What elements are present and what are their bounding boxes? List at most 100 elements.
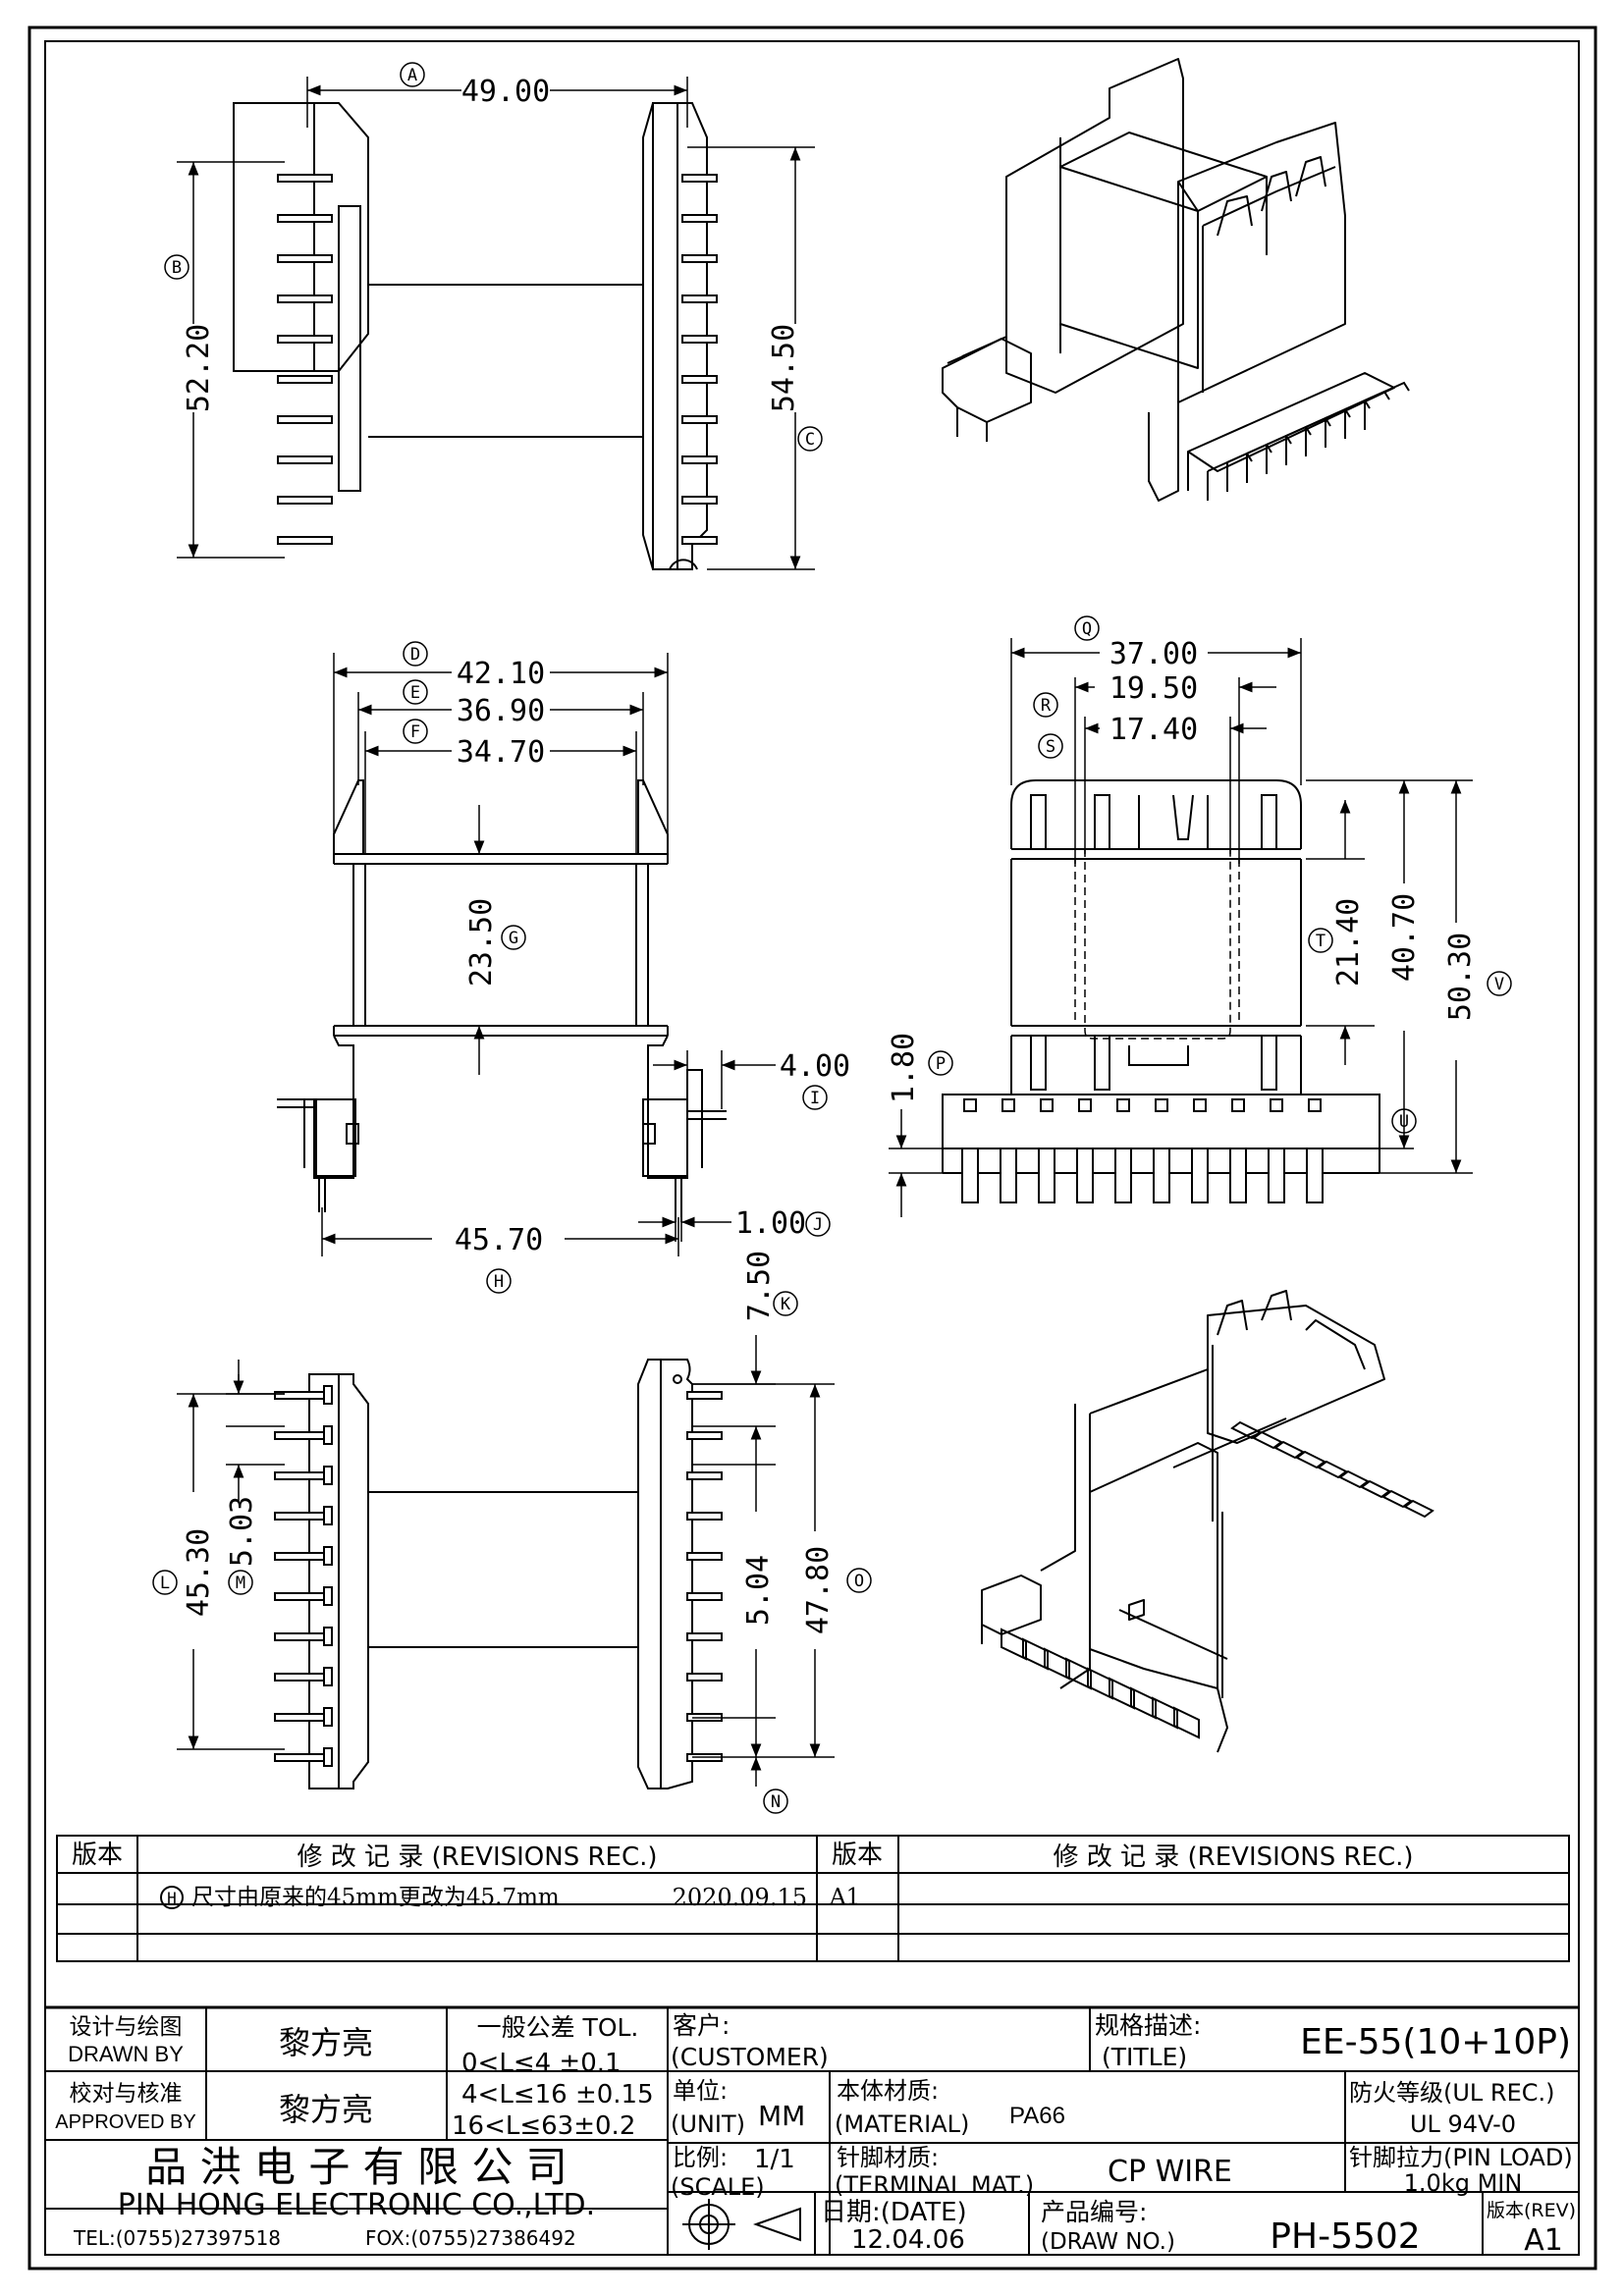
- marker-H: H: [494, 1272, 504, 1292]
- iso-pin: [1381, 1489, 1413, 1509]
- marker-S: S: [1046, 737, 1055, 757]
- pin: [686, 1673, 723, 1682]
- pin: [277, 375, 333, 384]
- rev-header-ver-left: 版本: [72, 1841, 123, 1870]
- top-view: [233, 102, 708, 570]
- dim-O-value: 47.80: [801, 1546, 836, 1634]
- pin-head: [1231, 1098, 1245, 1112]
- terminal-en: (TERMINAL MAT.): [835, 2171, 1034, 2199]
- outer-frame: [27, 26, 1597, 2270]
- pin: [686, 1431, 723, 1440]
- pin: [277, 214, 333, 223]
- unit-en: (UNIT): [671, 2110, 745, 2138]
- pin-head: [1078, 1098, 1092, 1112]
- dim-J: [638, 1207, 831, 1242]
- dim-H-value: 45.70: [455, 1223, 543, 1257]
- pin-leg: [1153, 1148, 1170, 1203]
- pin: [681, 174, 718, 183]
- dim-U-value: 40.70: [1387, 893, 1422, 982]
- material-en: (MATERIAL): [835, 2110, 969, 2138]
- drawn-label-en: DRAWN BY: [68, 2042, 184, 2066]
- dim-P-value: 1.80: [887, 1033, 921, 1103]
- pin-head: [1116, 1098, 1130, 1112]
- dim-G-value: 23.50: [464, 898, 499, 987]
- front-view-hidden: [365, 853, 636, 1027]
- pin: [681, 415, 718, 424]
- dim-L-value: 45.30: [182, 1528, 216, 1617]
- pin-slot: [323, 1506, 333, 1525]
- pin: [277, 294, 333, 303]
- marker-I: I: [810, 1089, 820, 1108]
- material-cn: 本体材质:: [837, 2077, 939, 2105]
- pin-leg: [1000, 1148, 1017, 1203]
- pin-leg: [1114, 1148, 1132, 1203]
- iso-pin: [1338, 1469, 1370, 1489]
- side-view-pins: [961, 1098, 1324, 1203]
- bottom-view: [308, 1359, 693, 1789]
- pin: [274, 1592, 325, 1601]
- iso-pin: [1230, 1420, 1262, 1440]
- iso-pin: [1173, 1706, 1200, 1739]
- approved-name: 黎方亮: [279, 2091, 373, 2128]
- pin-slot: [323, 1546, 333, 1566]
- pin: [681, 335, 718, 344]
- pin-leg: [1038, 1148, 1055, 1203]
- dims-QRS: [1010, 615, 1302, 864]
- pin-slot: [323, 1385, 333, 1405]
- marker-J: J: [813, 1215, 823, 1235]
- pin-head: [1040, 1098, 1054, 1112]
- dim-D-value: 42.10: [457, 657, 545, 691]
- material-value: PA66: [1009, 2103, 1065, 2129]
- pin: [681, 214, 718, 223]
- dim-I-value: 4.00: [780, 1049, 850, 1084]
- pin: [274, 1431, 325, 1440]
- unit-value: MM: [758, 2100, 805, 2132]
- rev-row1-marker: H: [167, 1889, 177, 1907]
- spec-en: (TITLE): [1102, 2043, 1187, 2071]
- customer-en: (CUSTOMER): [671, 2043, 829, 2071]
- pin: [274, 1391, 325, 1400]
- scale-cn: 比例:: [673, 2144, 728, 2171]
- rev-row1-text: 尺寸由原来的45mm更改为45.7mm: [191, 1885, 560, 1910]
- pin-slot: [323, 1425, 333, 1445]
- pin-head: [1308, 1098, 1322, 1112]
- pin: [277, 415, 333, 424]
- dim-V-value: 50.30: [1443, 933, 1478, 1021]
- pin: [681, 536, 718, 545]
- pin-leg: [1229, 1148, 1247, 1203]
- title-value: EE-55(10+10P): [1300, 2022, 1571, 2062]
- drawno-cn: 产品编号:: [1041, 2198, 1147, 2226]
- pin-slot: [323, 1667, 333, 1686]
- scale-en: (SCALE): [671, 2173, 765, 2201]
- rev-row1-ver: A1: [829, 1885, 860, 1910]
- dims-LM: [152, 1360, 285, 1750]
- tol-row-1: 0<L≤4 ±0.1: [461, 2049, 622, 2078]
- pin-leg: [961, 1148, 979, 1203]
- pin: [274, 1512, 325, 1521]
- drawno-value: PH-5502: [1270, 2216, 1420, 2257]
- dim-M-value: 5.03: [225, 1496, 259, 1567]
- dim-E-value: 36.90: [457, 694, 545, 728]
- company-en: PIN HONG ELECTRONIC CO.,LTD.: [118, 2188, 595, 2222]
- pin: [277, 174, 333, 183]
- iso-pin: [1360, 1479, 1391, 1499]
- ul-value: UL 94V-0: [1410, 2110, 1516, 2138]
- iso-view-top: [942, 58, 1395, 502]
- rev-header-ver-right: 版本: [832, 1841, 883, 1870]
- marker-G: G: [509, 929, 518, 948]
- marker-U: U: [1399, 1112, 1409, 1132]
- pin-head: [1001, 1098, 1015, 1112]
- terminal-value: CP WIRE: [1108, 2155, 1232, 2189]
- iso-bottom-pins: [1001, 1420, 1434, 1739]
- pin: [274, 1632, 325, 1641]
- pin: [277, 496, 333, 505]
- side-view: [942, 779, 1380, 1174]
- dim-B-value: 52.20: [182, 324, 216, 412]
- marker-F: F: [410, 722, 420, 742]
- date-cn: 日期:(DATE): [821, 2198, 967, 2227]
- pin-slot: [323, 1466, 333, 1485]
- dim-I: [653, 1050, 828, 1110]
- title-block-grid: [44, 2005, 1580, 2256]
- pin: [681, 375, 718, 384]
- pinload-value: 1.0kg MIN: [1404, 2169, 1523, 2197]
